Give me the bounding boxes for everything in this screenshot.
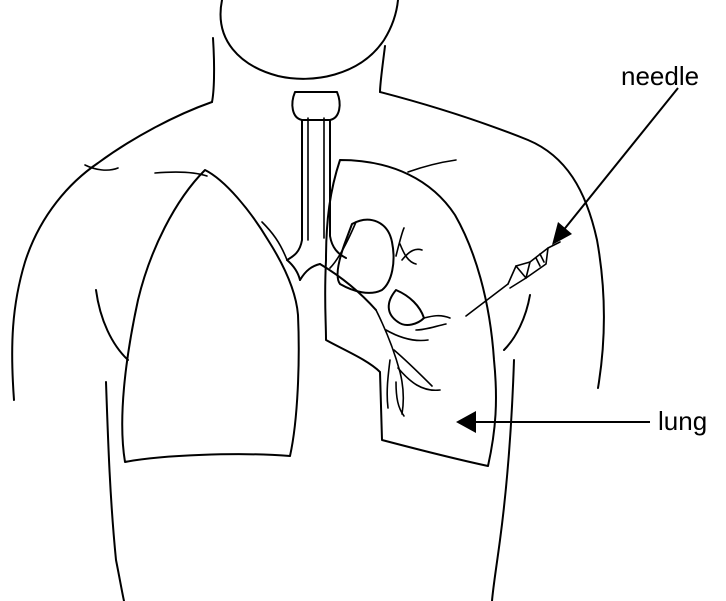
bronchus-join xyxy=(300,264,320,280)
lung-left-fissure xyxy=(262,222,287,260)
bronchus-left xyxy=(287,260,300,280)
neck-left xyxy=(212,38,214,102)
arm-left-inner xyxy=(96,290,128,360)
bronchial-branch-mid-1 xyxy=(424,316,450,318)
needle-pointer-arrow xyxy=(552,88,678,245)
larynx xyxy=(292,92,339,120)
lung-pointer-arrow xyxy=(456,411,650,433)
bronchial-branch-mid-2 xyxy=(416,324,446,330)
bronchial-branch-1 xyxy=(386,330,428,341)
head-outline xyxy=(221,0,398,79)
lung-left xyxy=(122,170,298,462)
lung-right-middle-lobe xyxy=(389,290,424,325)
collarbone-right xyxy=(408,160,456,172)
needle-label: needle xyxy=(621,63,699,89)
bronchial-branch-5 xyxy=(387,360,390,408)
bronchial-branch-3 xyxy=(398,368,440,390)
arm-right-inner xyxy=(504,295,530,350)
neck-right xyxy=(380,46,385,92)
lung-label: lung xyxy=(658,408,707,434)
trachea-left-wall xyxy=(287,120,302,260)
body-left-outline xyxy=(12,102,212,400)
